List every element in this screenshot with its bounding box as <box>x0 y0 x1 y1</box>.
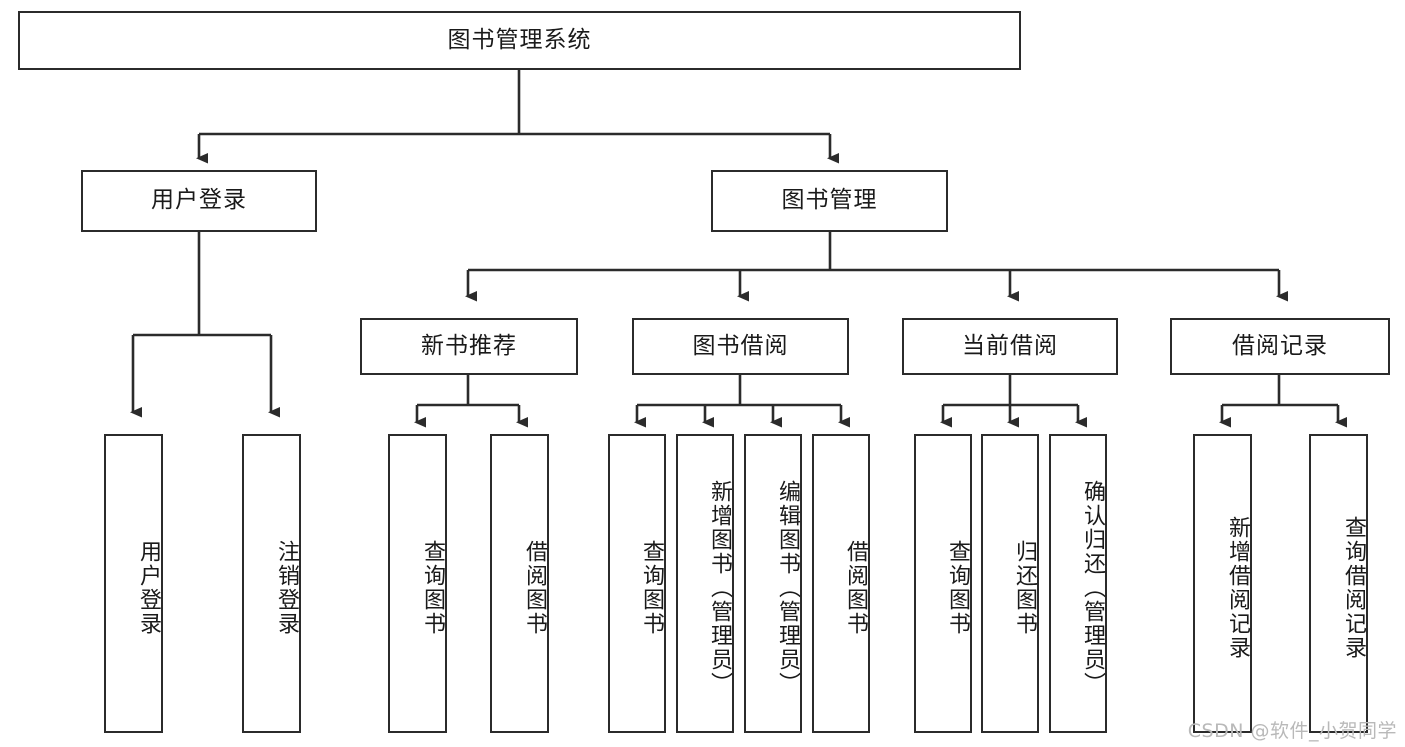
node-book-borrow[interactable]: 图书借阅 <box>632 318 849 375</box>
leaf-label: 查询借阅记录 <box>1341 515 1366 660</box>
node-book-borrow-label: 图书借阅 <box>692 332 789 359</box>
leaf-label: 借阅图书 <box>522 539 547 636</box>
node-new-book-recommend-label: 新书推荐 <box>421 332 517 359</box>
watermark: CSDN @软件_小贺同学 <box>1187 720 1397 742</box>
leaf-book-borrow-add[interactable]: 新增图书（管理员） <box>676 434 734 733</box>
leaf-book-borrow-edit[interactable]: 编辑图书（管理员） <box>744 434 802 733</box>
node-borrow-record-label: 借阅记录 <box>1232 332 1328 359</box>
leaf-label: 新增借阅记录 <box>1225 515 1250 660</box>
node-user-login[interactable]: 用户登录 <box>81 170 317 232</box>
leaf-current-borrow-confirm-return[interactable]: 确认归还（管理员） <box>1049 434 1107 733</box>
node-root[interactable]: 图书管理系统 <box>18 11 1021 70</box>
leaf-current-borrow-return[interactable]: 归还图书 <box>981 434 1039 733</box>
leaf-label: 编辑图书（管理员） <box>775 479 800 696</box>
leaf-current-borrow-query[interactable]: 查询图书 <box>914 434 972 733</box>
leaf-label: 借阅图书 <box>843 539 868 636</box>
node-book-management[interactable]: 图书管理 <box>711 170 948 232</box>
leaf-borrow-record-add[interactable]: 新增借阅记录 <box>1193 434 1252 733</box>
node-current-borrow[interactable]: 当前借阅 <box>902 318 1118 375</box>
leaf-new-book-query[interactable]: 查询图书 <box>388 434 447 733</box>
leaf-label: 归还图书 <box>1012 539 1037 636</box>
leaf-user-login-logout[interactable]: 注销登录 <box>242 434 301 733</box>
leaf-label: 查询图书 <box>420 539 445 636</box>
leaf-new-book-borrow[interactable]: 借阅图书 <box>490 434 549 733</box>
node-borrow-record[interactable]: 借阅记录 <box>1170 318 1390 375</box>
node-current-borrow-label: 当前借阅 <box>962 332 1058 359</box>
node-new-book-recommend[interactable]: 新书推荐 <box>360 318 578 375</box>
leaf-user-login-login[interactable]: 用户登录 <box>104 434 163 733</box>
leaf-label: 用户登录 <box>136 539 161 636</box>
leaf-label: 新增图书（管理员） <box>707 479 732 696</box>
leaf-label: 查询图书 <box>945 539 970 636</box>
node-book-management-label: 图书管理 <box>781 187 878 214</box>
leaf-label: 查询图书 <box>639 539 664 636</box>
node-root-label: 图书管理系统 <box>447 26 592 53</box>
node-user-login-label: 用户登录 <box>151 187 247 214</box>
leaf-borrow-record-query[interactable]: 查询借阅记录 <box>1309 434 1368 733</box>
leaf-book-borrow-query[interactable]: 查询图书 <box>608 434 666 733</box>
leaf-label: 注销登录 <box>274 539 299 636</box>
leaf-book-borrow-borrow[interactable]: 借阅图书 <box>812 434 870 733</box>
leaf-label: 确认归还（管理员） <box>1080 479 1105 696</box>
